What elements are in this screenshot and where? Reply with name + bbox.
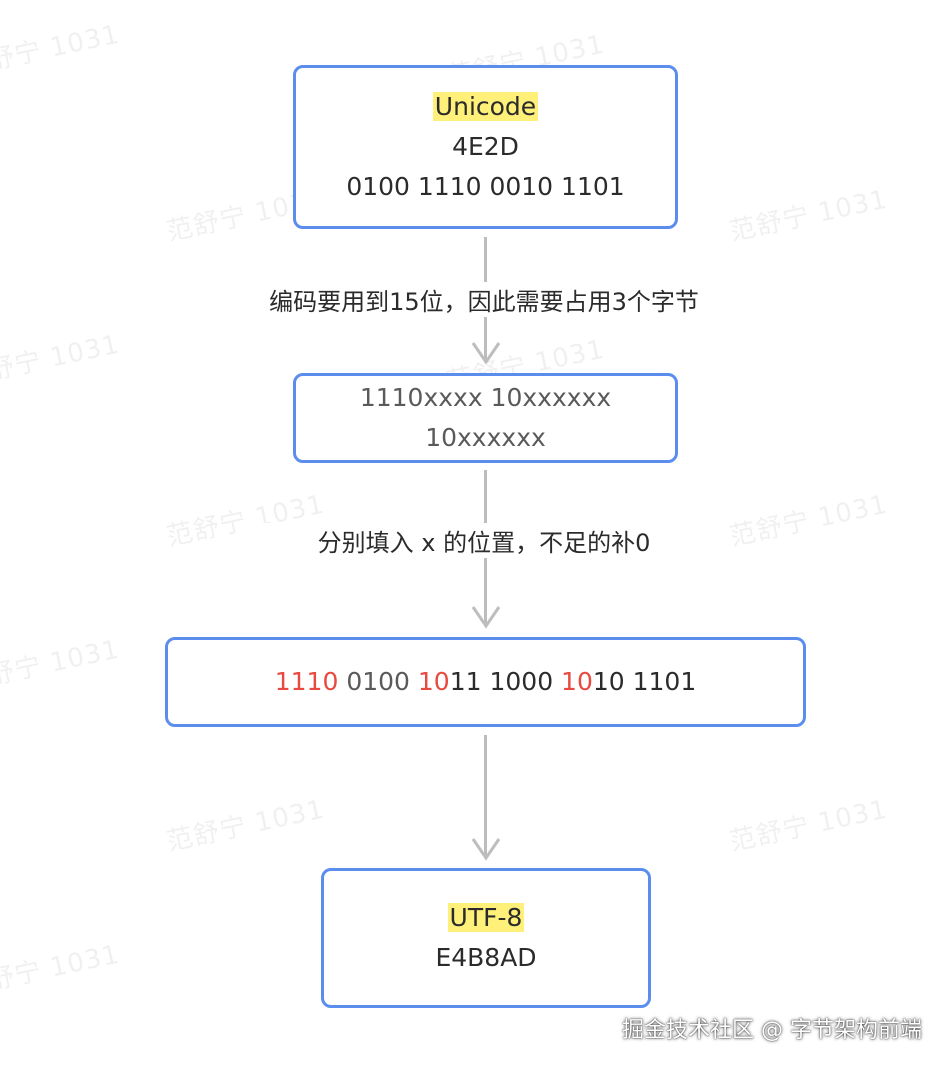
- watermark: 范舒宁 1031: [0, 634, 123, 698]
- unicode-title: Unicode: [432, 92, 539, 121]
- prefix-bits: 10: [417, 667, 450, 696]
- template-text: 1110xxxx 10xxxxxx 10xxxxxx: [359, 383, 612, 452]
- data-bits: 0100: [338, 667, 418, 696]
- data-bits: 11 1000: [449, 667, 562, 696]
- unicode-binary: 0100 1110 0010 1101: [346, 172, 625, 201]
- template-node: 1110xxxx 10xxxxxx 10xxxxxx: [293, 373, 678, 463]
- edge-label-encoding: 编码要用到15位，因此需要占用3个字节: [228, 282, 740, 317]
- watermark: 范舒宁 1031: [164, 794, 328, 858]
- arrow-down-icon: [471, 606, 501, 629]
- watermark: 范舒宁 1031: [727, 794, 891, 858]
- data-bits: 10 1101: [592, 667, 697, 696]
- watermark: 范舒宁 1031: [727, 184, 891, 248]
- filled-binary: 1110 0100 1011 1000 1010 1101: [275, 662, 697, 702]
- edge-label-fill: 分别填入 x 的位置，不足的补0: [258, 523, 710, 558]
- watermark: 范舒宁 1031: [0, 329, 123, 393]
- source-credit: 掘金技术社区 @ 字节架构前端: [622, 1018, 922, 1043]
- filled-node: 1110 0100 1011 1000 1010 1101: [165, 637, 806, 727]
- watermark: 范舒宁 1031: [0, 939, 123, 1003]
- prefix-bits: 1110: [274, 667, 339, 696]
- unicode-node: Unicode 4E2D 0100 1110 0010 1101: [293, 65, 678, 229]
- unicode-hex: 4E2D: [452, 132, 519, 161]
- utf8-node: UTF-8 E4B8AD: [321, 868, 651, 1008]
- watermark: 范舒宁 1031: [727, 489, 891, 553]
- arrow-down-icon: [471, 838, 501, 861]
- prefix-bits: 10: [561, 667, 593, 696]
- utf8-hex: E4B8AD: [435, 943, 537, 972]
- watermark: 范舒宁 1031: [0, 19, 123, 83]
- utf8-title: UTF-8: [447, 903, 525, 932]
- arrow-down-icon: [471, 342, 501, 365]
- connector-line: [484, 735, 487, 857]
